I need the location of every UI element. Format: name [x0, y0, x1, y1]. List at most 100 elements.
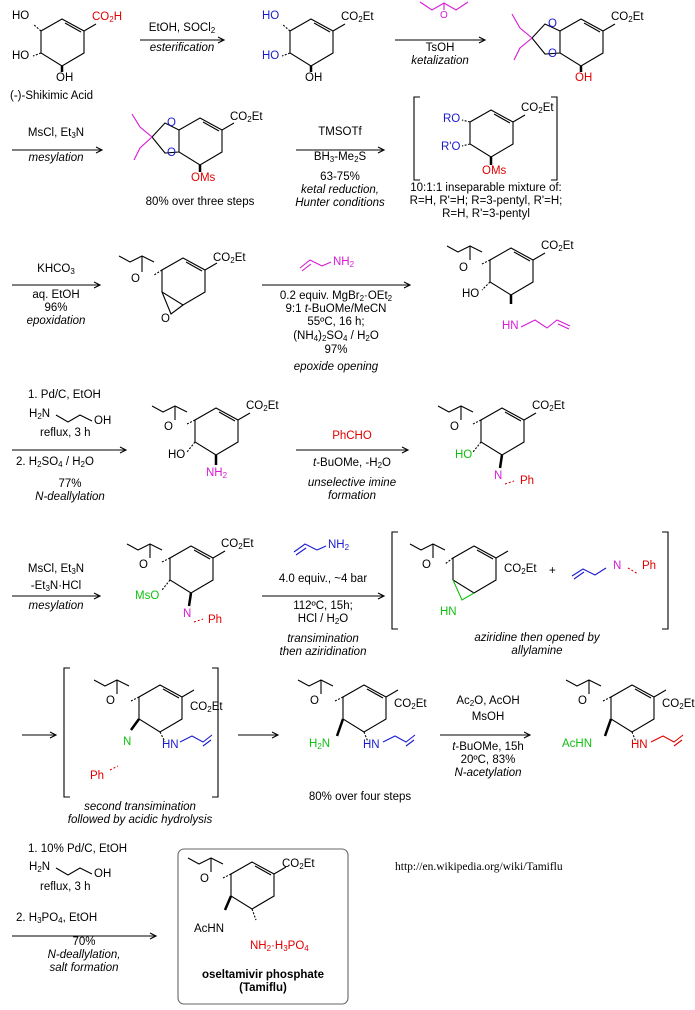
hunter-label: Hunter conditions	[295, 197, 385, 209]
allylamine-2-nh2: NH2	[328, 539, 350, 552]
transim-label-2: followed by acidic hydrolysis	[67, 814, 213, 826]
byproduct-n: N	[613, 560, 622, 572]
arrow-aziridination	[262, 592, 386, 600]
ester-diol-structure	[281, 18, 346, 72]
final-pd-reagent: 1. 10% Pd/C, EtOH	[28, 843, 128, 855]
transim-hn: HN	[162, 739, 179, 751]
tamiflu-co2et: CO2Et	[282, 858, 315, 871]
mesylation-reagent: MsCl, Et3N	[27, 127, 85, 140]
esterification-reagent: EtOH, SOCl2	[148, 22, 216, 35]
et3n-hcl: -Et3N·HCl	[30, 580, 82, 593]
tamiflu-achn: AcHN	[194, 923, 225, 935]
amine-co2et: CO2Et	[246, 400, 279, 413]
imine-n: N	[494, 470, 503, 482]
ketal-structure	[511, 13, 616, 72]
four-step-yield: 80% over four steps	[308, 791, 412, 803]
three-step-yield: 80% over three steps	[145, 196, 255, 208]
reflux-condition: reflux, 3 h	[40, 427, 91, 439]
ethanolamine-reagent-2	[55, 867, 93, 876]
arrow-esterification	[140, 36, 226, 44]
ketalization-reagent: TsOH	[425, 42, 455, 54]
pentanone-reagent	[419, 1, 469, 11]
source-link[interactable]: http://en.wikipedia.org/wiki/Tamiflu	[395, 861, 563, 873]
acetamide-o: O	[578, 695, 587, 707]
imine-co2et: CO2Et	[532, 400, 565, 413]
ketal-reduction-label: ketal reduction,	[301, 184, 379, 196]
epoxide-opening-yield: 97%	[324, 344, 348, 356]
ethanolamine-reagent-1	[55, 414, 93, 423]
acetylation-condition: t-BuOMe, 15h	[452, 741, 524, 753]
mgbr2-condition: 0.2 equiv. MgBr2·OEt2	[279, 290, 393, 303]
amino-o: O	[459, 262, 468, 274]
arrow-imine-formation	[296, 446, 410, 454]
transim-ph: Ph	[90, 770, 105, 782]
ketal-reduction-yield: 63-75%	[320, 171, 360, 183]
transim-n: N	[123, 736, 132, 748]
arrow-mesylation-1	[12, 146, 104, 154]
pentanone-oxygen: O	[440, 10, 448, 21]
arrow-ketalization	[395, 36, 487, 44]
temp-condition-2: 112ºC, 15h;	[293, 600, 353, 612]
aq-etoh: aq. EtOH	[32, 289, 80, 301]
allylamine-nh2: NH2	[333, 256, 355, 269]
diol-co2et: CO2Et	[341, 11, 374, 24]
deallylation-yield: 77%	[58, 478, 82, 490]
temp-condition: 55ºC, 16 h;	[307, 316, 365, 328]
khco3-reagent: KHCO3	[37, 263, 75, 276]
plus-sign: +	[549, 565, 556, 577]
diamine-structure	[297, 679, 416, 747]
arrow-mesylation-2	[12, 592, 102, 600]
epoxide-opening-label: epoxide opening	[293, 361, 379, 373]
final-h2n: H2N	[29, 861, 51, 874]
mixture-ro: RO	[443, 113, 461, 125]
amino-co2et: CO2Et	[541, 240, 574, 253]
aziridine-structure	[409, 543, 509, 601]
bracket-transimination	[63, 667, 219, 798]
epoxidation-yield: 96%	[44, 302, 68, 314]
mixture-co2et: CO2Et	[521, 102, 554, 115]
product-box	[177, 848, 349, 1005]
final-yield: 70%	[72, 936, 96, 948]
ethanolamine-h2n: H2N	[29, 408, 51, 421]
acetamide-co2et: CO2Et	[662, 698, 695, 711]
mscl-reagent: MsCl, Et3N	[27, 563, 85, 576]
mixture-oms: OMs	[482, 165, 507, 177]
imine-structure	[437, 405, 537, 485]
primary-amine-structure	[151, 405, 251, 465]
sm-co2h: CO2H	[92, 11, 123, 24]
product-trade-name: (Tamiflu)	[239, 982, 287, 994]
esterification-label: esterification	[149, 42, 215, 54]
oseltamivir-structure	[187, 857, 287, 921]
arrow-epoxidation	[12, 281, 102, 289]
amine-nh2: NH2	[206, 467, 228, 480]
ketal-co2et: CO2Et	[611, 11, 644, 24]
acetamide-structure	[565, 679, 684, 747]
ms-ketal-oms: OMs	[191, 172, 216, 184]
bracket-aziridine	[391, 531, 669, 630]
epoxide-o: O	[161, 313, 170, 325]
mesylation-label: mesylation	[28, 152, 84, 164]
diol-ho-mid: HO	[262, 50, 280, 62]
shikimic-acid-name: (-)-Shikimic Acid	[10, 90, 94, 102]
amino-ho: HO	[462, 288, 480, 300]
mesylation-2-label: mesylation	[28, 600, 84, 612]
acetylation-temp: 20ºC, 83%	[460, 754, 516, 766]
arrow-epoxide-opening	[262, 281, 412, 289]
arrow-hydrolysis	[22, 731, 58, 739]
mesyl-ph: Ph	[208, 614, 223, 626]
deallylation-label: N-deallylation	[35, 491, 105, 503]
imine-label-2: formation	[328, 490, 376, 502]
final-label-1: N-deallylation,	[47, 949, 121, 961]
phcho-reagent: PhCHO	[332, 430, 372, 442]
bracket-mixture	[413, 96, 558, 181]
imine-label-1: unselective imine	[307, 477, 397, 489]
allyl-imine-byproduct	[571, 567, 639, 580]
sm-oh-bot: OH	[56, 72, 74, 84]
h2so4-reagent: 2. H2SO4 / H2O	[16, 456, 94, 469]
diol-oh-bot: OH	[305, 72, 323, 84]
ketalization-label: ketalization	[411, 55, 469, 67]
arrow-to-diamine	[238, 731, 280, 739]
transim-co2et: CO2Et	[190, 701, 223, 714]
aziridine-co2et: CO2Et	[504, 563, 537, 576]
